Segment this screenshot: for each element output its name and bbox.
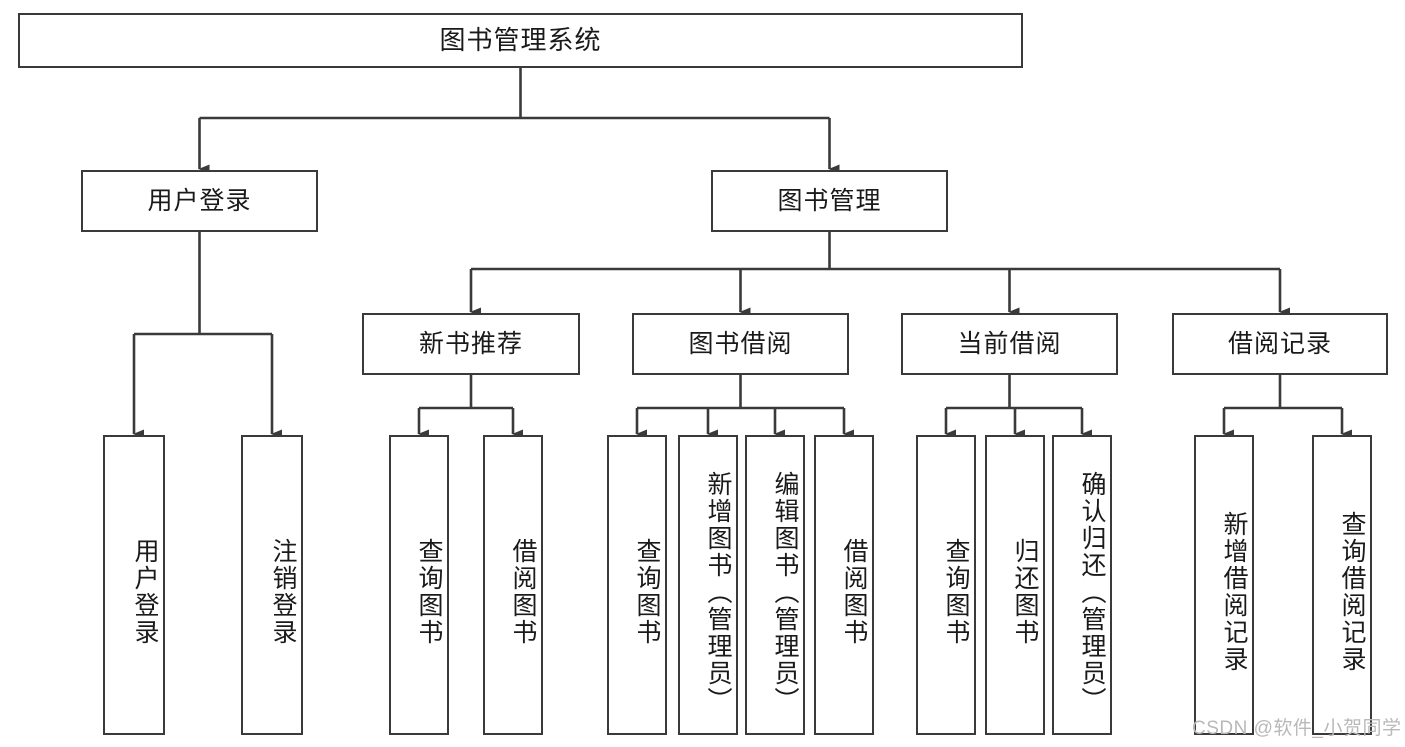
node-records[interactable]: 借阅记录 [1172,313,1388,375]
node-leaf4[interactable]: 借阅图书 [483,435,543,735]
node-leaf13[interactable]: 查询借阅记录 [1312,435,1372,735]
node-label: 图书管理系统 [439,24,602,55]
node-label: 注销登录 [269,538,297,646]
node-current[interactable]: 当前借阅 [901,313,1118,375]
node-label: 查询图书 [942,538,970,646]
node-leaf1[interactable]: 用户登录 [103,435,165,735]
node-label: 借阅记录 [1227,330,1332,358]
csdn-watermark: CSDN @软件_小贺同学 [1192,718,1402,739]
node-label: 用户登录 [131,538,159,646]
node-label: 查询图书 [415,538,443,646]
node-label: 新增图书（管理员） [704,470,732,714]
node-label: 用户登录 [147,187,252,215]
node-leaf6[interactable]: 新增图书（管理员） [678,435,738,735]
node-leaf10[interactable]: 归还图书 [985,435,1045,735]
node-newbook[interactable]: 新书推荐 [362,313,580,375]
node-label: 图书借阅 [688,330,793,358]
node-leaf12[interactable]: 新增借阅记录 [1194,435,1254,735]
node-leaf8[interactable]: 借阅图书 [814,435,874,735]
node-label: 图书管理 [777,187,882,215]
node-label: 归还图书 [1011,538,1039,646]
node-leaf2[interactable]: 注销登录 [241,435,303,735]
node-label: 借阅图书 [840,538,868,646]
node-bookmgmt[interactable]: 图书管理 [711,170,948,232]
node-borrow[interactable]: 图书借阅 [632,313,849,375]
node-label: 当前借阅 [957,330,1062,358]
node-label: 查询图书 [633,538,661,646]
node-label: 新书推荐 [418,330,523,358]
node-leaf9[interactable]: 查询图书 [916,435,976,735]
node-leaf7[interactable]: 编辑图书（管理员） [745,435,805,735]
node-label: 新增借阅记录 [1220,511,1248,673]
node-label: 确认归还（管理员） [1078,470,1106,714]
node-login[interactable]: 用户登录 [81,170,318,232]
node-label: 借阅图书 [509,538,537,646]
node-label: 编辑图书（管理员） [771,470,799,714]
node-leaf11[interactable]: 确认归还（管理员） [1052,435,1112,735]
node-leaf3[interactable]: 查询图书 [389,435,449,735]
node-label: 查询借阅记录 [1338,511,1366,673]
node-leaf5[interactable]: 查询图书 [607,435,667,735]
node-root[interactable]: 图书管理系统 [18,13,1023,68]
